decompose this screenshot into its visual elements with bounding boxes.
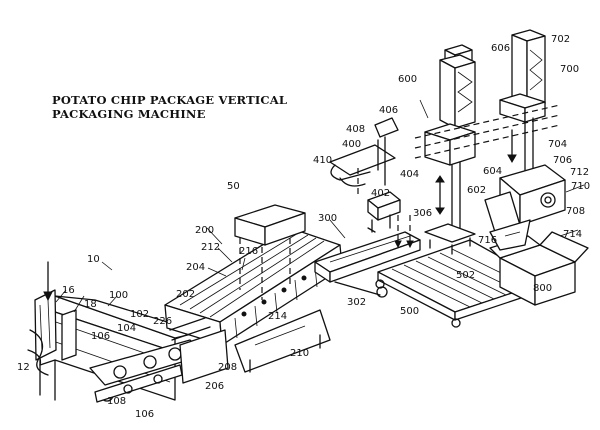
ref-202: 202 (176, 289, 195, 300)
ref-306: 306 (413, 208, 432, 219)
ref-100: 100 (109, 290, 128, 301)
ref-206: 206 (205, 381, 224, 392)
ref-502: 502 (456, 270, 475, 281)
ref-212: 212 (201, 242, 220, 253)
ref-716: 716 (478, 235, 497, 246)
bag-gripper-400 (329, 117, 401, 233)
weigher-hopper-50 (234, 204, 306, 300)
ref-800: 800 (533, 283, 552, 294)
ref-214: 214 (268, 311, 287, 322)
reference-numerals: 10 12 16 18 100 102 104 106 108 106 200 … (17, 34, 590, 420)
ref-16: 16 (62, 285, 75, 296)
ref-710: 710 (571, 181, 590, 192)
ref-708: 708 (566, 206, 585, 217)
ref-50: 50 (227, 181, 240, 192)
ref-602: 602 (467, 185, 486, 196)
ref-208: 208 (218, 362, 237, 373)
ref-226: 226 (153, 316, 172, 327)
ref-302: 302 (347, 297, 366, 308)
ref-500: 500 (400, 306, 419, 317)
vertical-lift-600 (424, 44, 476, 255)
ref-108: 108 (107, 396, 126, 407)
ref-106-lower: 106 (135, 409, 154, 420)
ref-18: 18 (84, 299, 97, 310)
ref-712: 712 (570, 167, 589, 178)
ref-706: 706 (553, 155, 572, 166)
ref-700: 700 (560, 64, 579, 75)
ref-10: 10 (87, 254, 100, 265)
ref-402: 402 (371, 188, 390, 199)
ref-200: 200 (195, 225, 214, 236)
ref-410: 410 (313, 155, 332, 166)
weighing-conveyor-200 (164, 227, 343, 384)
overhead-link (414, 104, 561, 159)
ref-702: 702 (551, 34, 570, 45)
ref-400: 400 (342, 139, 361, 150)
ref-704: 704 (548, 139, 567, 150)
ref-600: 600 (398, 74, 417, 85)
ref-604: 604 (483, 166, 502, 177)
infeed-conveyor-100 (27, 261, 206, 403)
ref-106-upper: 106 (91, 331, 110, 342)
figure-title-line-1: POTATO CHIP PACKAGE VERTICAL (52, 93, 288, 107)
ref-102: 102 (130, 309, 149, 320)
ref-406: 406 (379, 105, 398, 116)
ref-216: 216 (239, 246, 258, 257)
ref-210: 210 (290, 348, 309, 359)
ref-714: 714 (563, 229, 582, 240)
ref-300: 300 (318, 213, 337, 224)
leader-lines (55, 99, 585, 313)
ref-606: 606 (491, 43, 510, 54)
ref-12: 12 (17, 362, 30, 373)
transfer-conveyor-300 (314, 215, 421, 298)
ref-404: 404 (400, 169, 419, 180)
shipping-case-800 (489, 231, 589, 306)
ref-104: 104 (117, 323, 136, 334)
vertical-lift-700 (484, 29, 566, 251)
ref-408: 408 (346, 124, 365, 135)
figure-title-line-2: PACKAGING MACHINE (52, 107, 206, 121)
ref-204: 204 (186, 262, 205, 273)
